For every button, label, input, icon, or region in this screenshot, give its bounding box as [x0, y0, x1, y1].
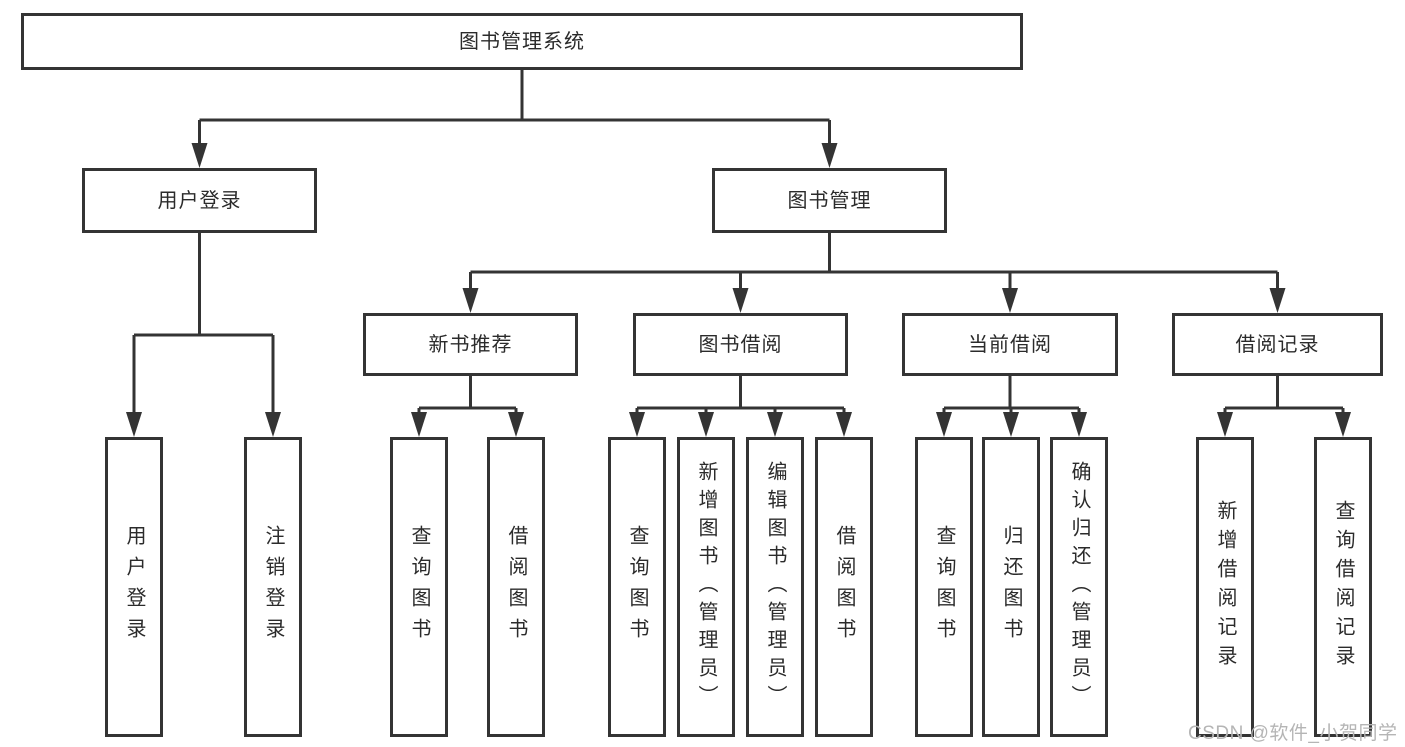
arrowhead [411, 412, 427, 437]
arrowhead [1335, 412, 1351, 437]
connector-root-to-level2 [198, 70, 831, 145]
node-new-book-recommend: 新书推荐 [363, 313, 578, 376]
arrowhead [1003, 412, 1019, 437]
leaf-user-login: 用户登录 [105, 437, 163, 737]
arrowhead [126, 412, 142, 437]
arrowhead [265, 412, 281, 437]
csdn-watermark: CSDN @软件_小贺同学 [1188, 723, 1398, 744]
leaf-records-query-record: 查询借阅记录 [1314, 437, 1372, 737]
leaf-recommend-borrow-books: 借阅图书 [487, 437, 545, 737]
leaf-current-query-books: 查询图书 [915, 437, 973, 737]
leaf-current-confirm-return-admin: 确认归还（管理员） [1050, 437, 1108, 737]
leaf-borrow-add-books-admin: 新增图书（管理员） [677, 437, 735, 737]
node-book-borrow: 图书借阅 [633, 313, 848, 376]
arrowhead [1217, 412, 1233, 437]
leaf-borrow-borrow-books: 借阅图书 [815, 437, 873, 737]
arrowhead [767, 412, 783, 437]
leaf-current-return-books: 归还图书 [982, 437, 1040, 737]
node-borrow-records: 借阅记录 [1172, 313, 1383, 376]
node-book-management: 图书管理 [712, 168, 947, 233]
arrowhead [936, 412, 952, 437]
arrowhead [462, 288, 479, 313]
leaf-recommend-query-books: 查询图书 [390, 437, 448, 737]
arrowhead [629, 412, 645, 437]
node-root: 图书管理系统 [21, 13, 1023, 70]
leaf-logout-login: 注销登录 [244, 437, 302, 737]
arrowhead [732, 288, 749, 313]
connector-borrow-to-leaves [635, 376, 846, 414]
arrowhead [821, 143, 838, 168]
connector-login-to-leaves [132, 233, 275, 414]
leaf-borrow-query-books: 查询图书 [608, 437, 666, 737]
connector-recommend-to-leaves [417, 376, 518, 414]
arrowhead [836, 412, 852, 437]
arrowhead [1071, 412, 1087, 437]
arrowhead [508, 412, 524, 437]
arrowhead [191, 143, 208, 168]
leaf-borrow-edit-books-admin: 编辑图书（管理员） [746, 437, 804, 737]
node-user-login: 用户登录 [82, 168, 317, 233]
leaf-records-add-record: 新增借阅记录 [1196, 437, 1254, 737]
node-current-borrow: 当前借阅 [902, 313, 1118, 376]
connector-records-to-leaves [1223, 376, 1345, 414]
arrowhead [1002, 288, 1018, 313]
arrowhead [698, 412, 714, 437]
connector-management-to-level3 [469, 233, 1279, 290]
arrowhead [1269, 288, 1286, 313]
connector-current-to-leaves [942, 376, 1081, 414]
